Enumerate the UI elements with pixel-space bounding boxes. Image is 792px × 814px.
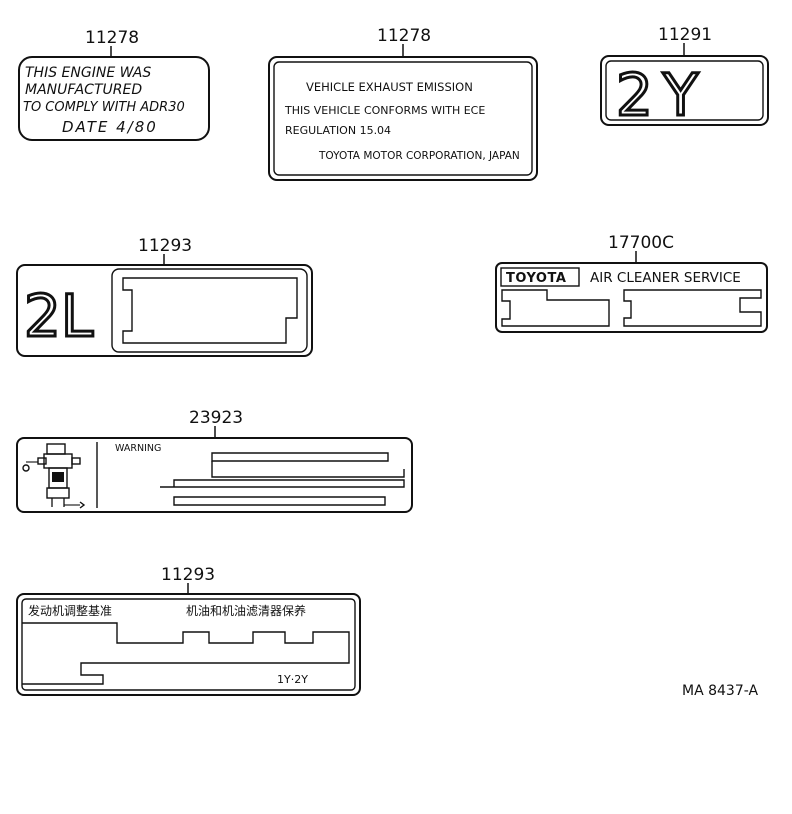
toyota-logo-box <box>500 267 580 287</box>
part-number-11293-a: 11293 <box>138 236 192 256</box>
emission-line-3: REGULATION 15.04 <box>285 124 391 137</box>
engine-code-2y: 2Y <box>616 61 708 129</box>
blank-line-2 <box>211 461 405 478</box>
engine-code-2l: 2L <box>24 282 93 350</box>
air-cleaner-title: AIR CLEANER SERVICE <box>590 270 741 286</box>
blank-line-1 <box>211 452 389 462</box>
blank-text-area <box>22 622 350 685</box>
warning-title: WARNING <box>115 443 161 454</box>
chinese-left-text: 发动机调整基准 <box>28 603 112 618</box>
air-cleaner-service-label: 17700C TOYOTA AIR CLEANER SERVICE <box>495 233 768 333</box>
blank-text-area-left <box>501 289 610 327</box>
badge-outer-frame <box>600 55 769 126</box>
part-number-11293-b: 11293 <box>161 565 215 585</box>
engine-2y-badge: 11291 2Y <box>600 25 769 131</box>
engine-mfg-line-2: MANUFACTURED <box>25 82 142 98</box>
chinese-right-text: 机油和机油滤清器保养 <box>186 603 306 618</box>
engine-2l-badge: 11293 2L <box>16 236 313 357</box>
part-number-11278-b: 11278 <box>377 26 431 46</box>
blank-line-4 <box>173 496 386 506</box>
emission-label: 11278 VEHICLE EXHAUST EMISSION THIS VEHI… <box>268 26 538 181</box>
part-number-23923: 23923 <box>189 408 243 428</box>
label-inner-frame <box>21 598 356 691</box>
label-frame <box>495 262 768 333</box>
badge-inner-panel <box>111 268 308 353</box>
figure-code: MA 8437-A <box>682 683 758 699</box>
emission-line-4: TOYOTA MOTOR CORPORATION, JAPAN <box>318 150 520 162</box>
engine-mfg-date: DATE 4/80 <box>62 118 158 136</box>
emission-title: VEHICLE EXHAUST EMISSION <box>306 80 473 94</box>
label-frame <box>16 437 413 513</box>
part-number-17700c: 17700C <box>608 233 674 253</box>
blank-line-3 <box>160 479 405 488</box>
label-outer-frame <box>268 56 538 181</box>
badge-outer-frame <box>16 264 313 357</box>
emission-line-2: THIS VEHICLE CONFORMS WITH ECE <box>284 104 485 117</box>
blank-text-area-right <box>623 289 762 327</box>
injection-pump-illustration <box>22 443 86 509</box>
label-frame <box>18 56 210 141</box>
engine-mfg-line-1: THIS ENGINE WAS <box>25 65 151 81</box>
badge-inner-frame <box>605 60 764 121</box>
part-number-11291: 11291 <box>658 25 712 45</box>
toyota-logo: TOYOTA <box>506 271 566 286</box>
engine-manufacture-label: 11278 THIS ENGINE WAS MANUFACTURED TO CO… <box>18 28 210 141</box>
label-outer-frame <box>16 593 361 696</box>
warning-label: 23923 WARNING <box>16 408 413 513</box>
blank-text-area <box>122 277 298 344</box>
chinese-service-label: 11293 发动机调整基准 机油和机油滤清器保养 1Y·2Y <box>16 565 361 696</box>
label-inner-frame <box>273 61 533 176</box>
engine-mfg-line-3: TO COMPLY WITH ADR30 <box>23 100 185 115</box>
part-number-11278-a: 11278 <box>85 28 139 48</box>
model-code-footer: 1Y·2Y <box>277 673 308 686</box>
